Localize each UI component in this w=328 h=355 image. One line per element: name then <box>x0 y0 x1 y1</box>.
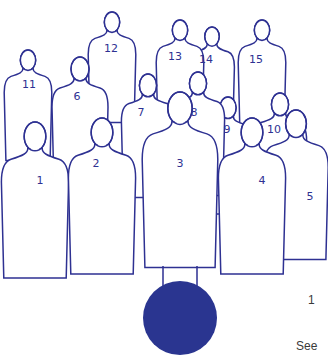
callout-number: 6 <box>74 91 81 102</box>
callout-number: 13 <box>168 51 182 62</box>
callout-number: 7 <box>138 107 145 118</box>
callout-number: 14 <box>199 54 213 65</box>
callout-number: 8 <box>191 107 198 118</box>
bowling-ball <box>143 281 217 355</box>
callout-number: 4 <box>259 175 266 186</box>
side-note: See <box>296 340 317 352</box>
callout-number: 15 <box>249 54 263 65</box>
callout-number: 10 <box>267 124 281 135</box>
callout-number: 5 <box>307 191 314 202</box>
callout-number: 3 <box>177 158 184 169</box>
callout-number: 11 <box>22 79 36 90</box>
person-figure <box>68 118 135 274</box>
side-note: 1 <box>308 294 315 306</box>
person-figure <box>142 92 218 268</box>
callout-number: 2 <box>93 158 100 169</box>
callout-number: 12 <box>104 43 118 54</box>
callout-number: 9 <box>224 124 231 135</box>
person-figure <box>1 122 68 278</box>
person-figure <box>218 118 285 274</box>
callout-number: 1 <box>37 175 44 186</box>
